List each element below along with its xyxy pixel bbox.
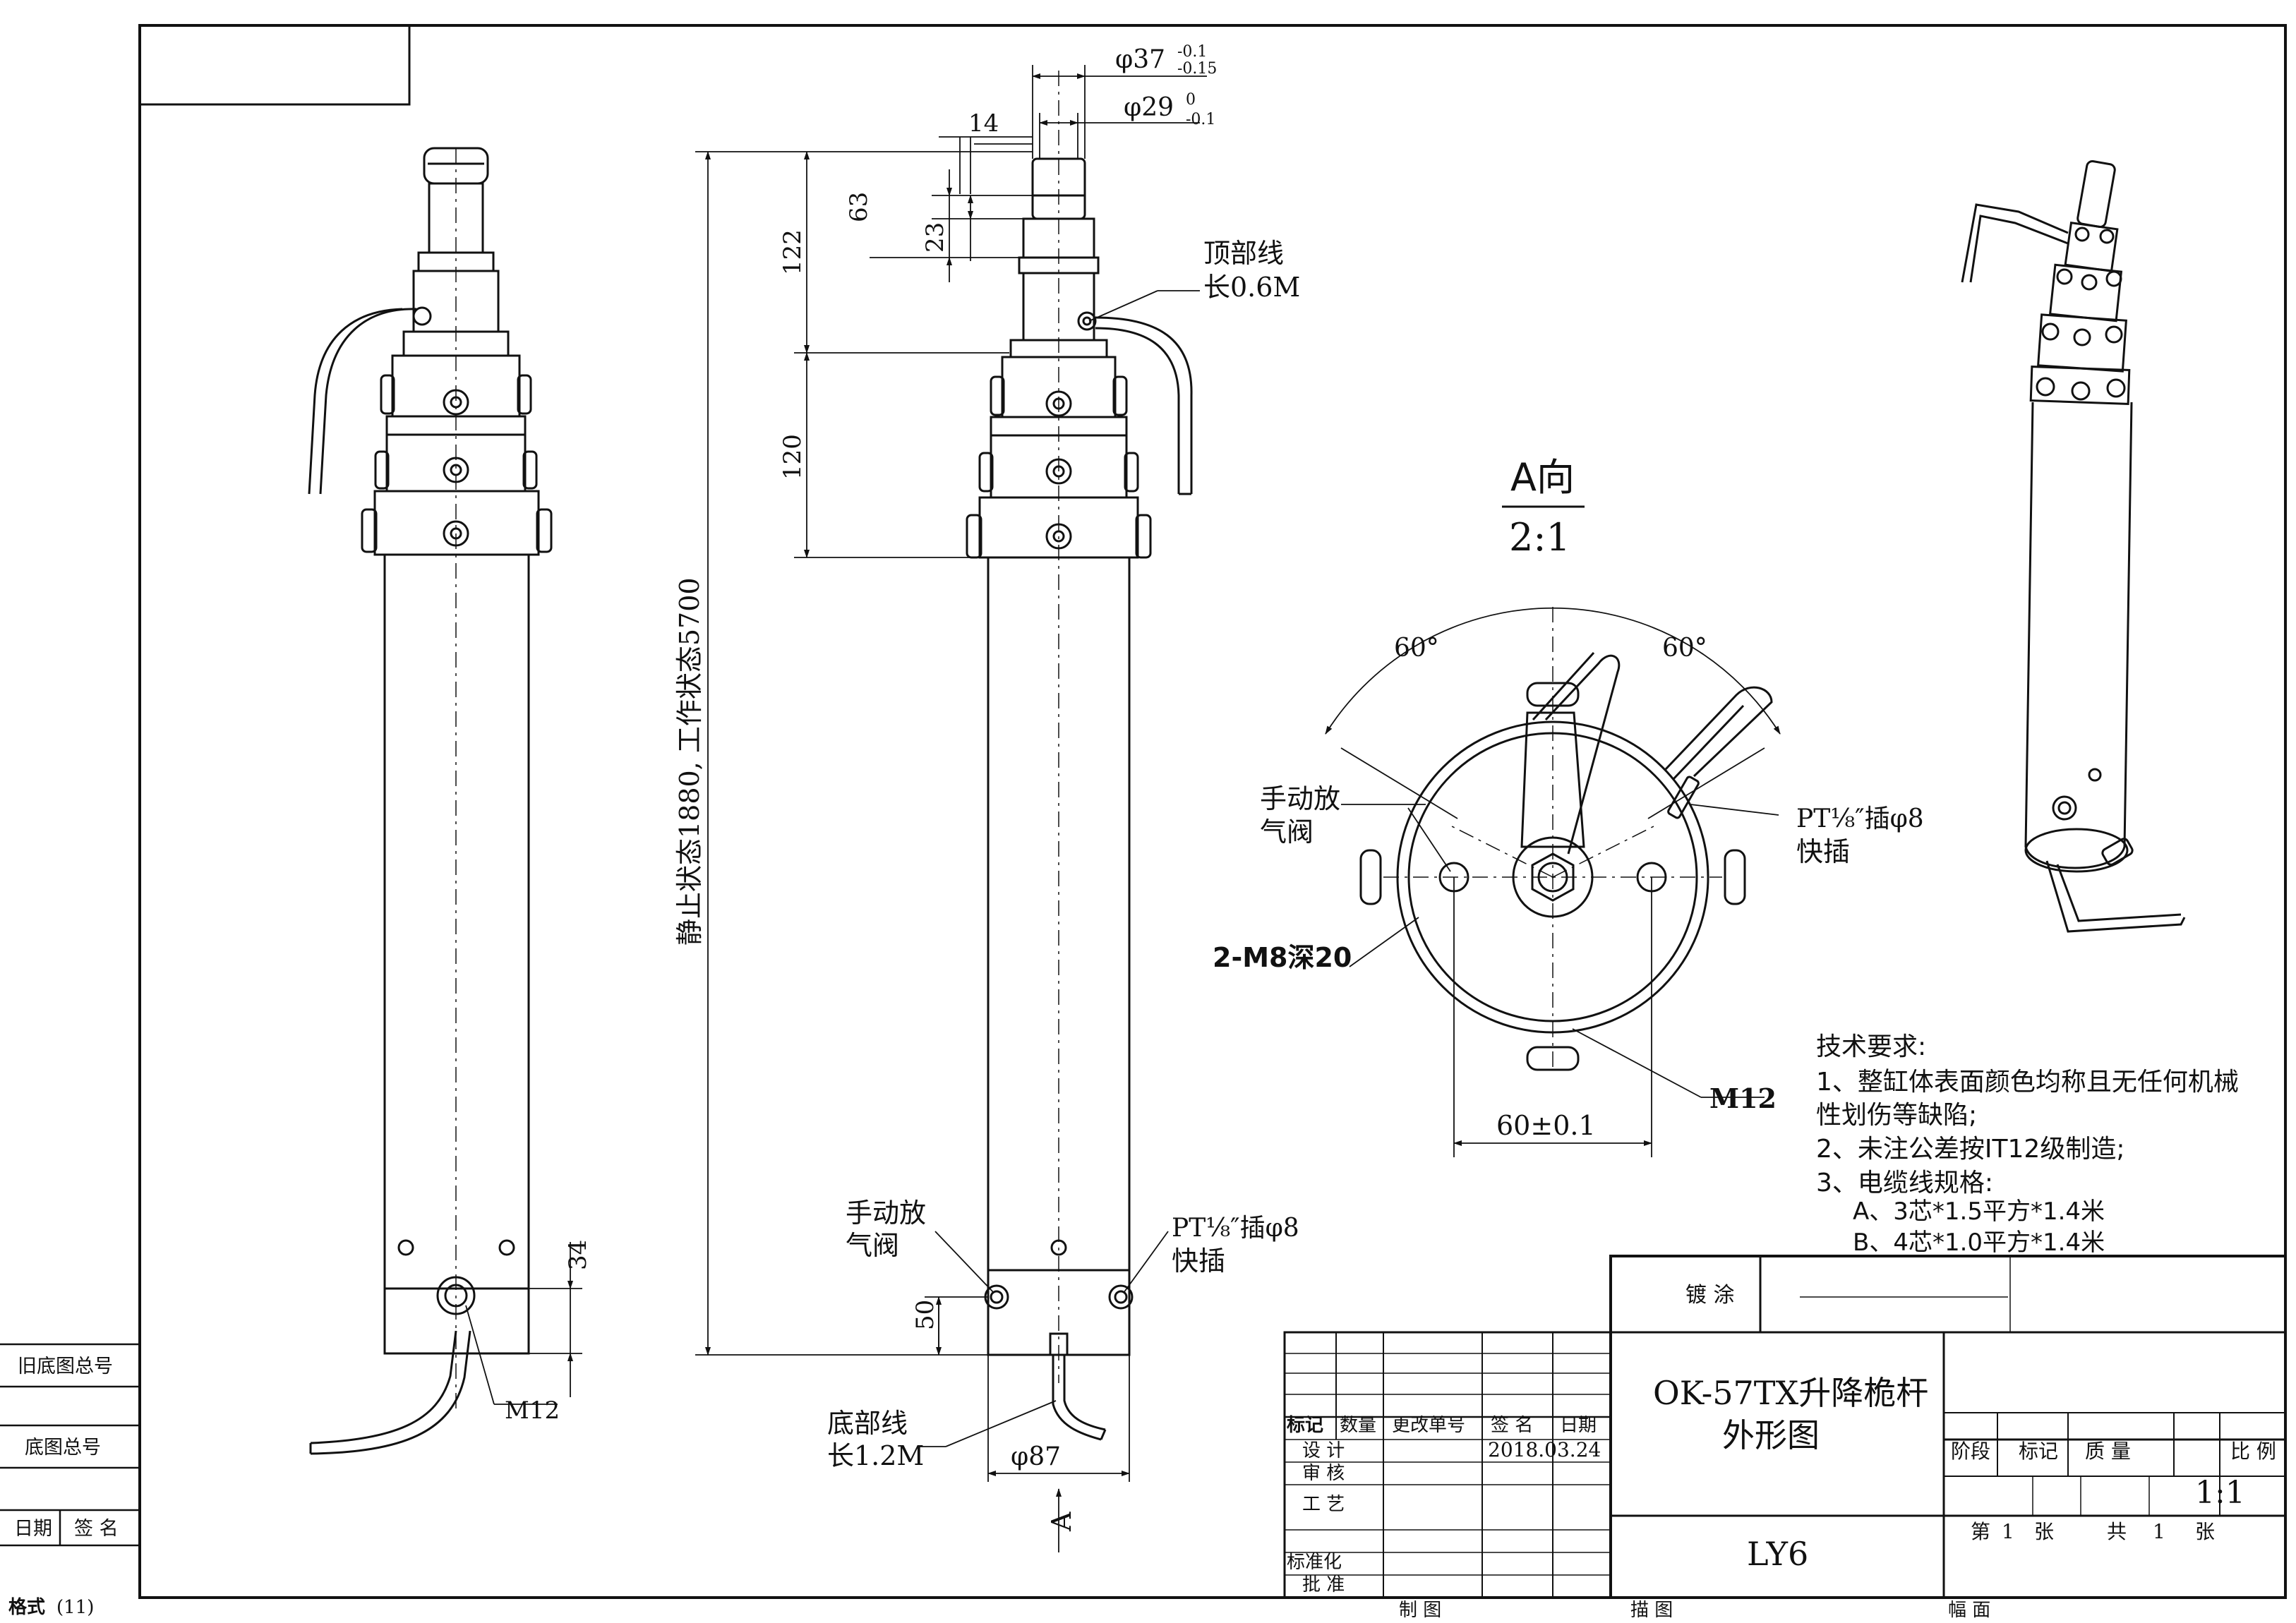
- view-a-title: A向: [1510, 455, 1575, 500]
- view-a-scale: 2:1: [1509, 515, 1570, 560]
- row-review: 审 核: [1302, 1463, 1345, 1484]
- sheet-no-value: 1: [2002, 1520, 2014, 1543]
- isometric-view: [1961, 159, 2186, 933]
- side-date-label: 日期: [14, 1518, 52, 1540]
- ratio-value: 1:1: [2195, 1475, 2245, 1511]
- drawing-name-line1: OK-57TX升降桅杆: [1653, 1374, 1928, 1412]
- view-a-valve-label-1: 手动放: [1260, 783, 1340, 814]
- angle-left: 60°: [1394, 634, 1439, 663]
- dim-50: 50: [911, 1300, 939, 1330]
- dim-122: 122: [779, 229, 807, 275]
- row-approve: 批 准: [1302, 1574, 1345, 1595]
- plating-label: 镀 涂: [1685, 1283, 1735, 1308]
- dim-phi37-tol-upper: -0.1: [1177, 43, 1207, 61]
- tech-req-item3b: B、4芯*1.0平方*1.4米: [1853, 1229, 2105, 1257]
- tech-req-title: 技术要求:: [1816, 1032, 1926, 1061]
- view-a-drawing: [1325, 607, 1781, 1157]
- view-a-pt-label-2: 快插: [1796, 836, 1850, 867]
- view-a-m12-label: M12: [1709, 1082, 1777, 1114]
- old-base-no-label: 旧底图总号: [18, 1356, 113, 1377]
- size-label: 幅 面: [1948, 1600, 1990, 1621]
- dim-phi29-tol-upper: 0: [1186, 91, 1196, 109]
- sheet-unit: 张: [2034, 1520, 2054, 1543]
- drawing-name-line2: 外形图: [1722, 1416, 1820, 1454]
- tech-req-item1-line2: 性划伤等缺陷;: [1816, 1101, 1977, 1130]
- col-date: 日期: [1560, 1415, 1597, 1436]
- tech-req-item3: 3、电缆线规格:: [1816, 1169, 1993, 1197]
- dim-m12-left: M12: [505, 1396, 560, 1425]
- dim-phi29: φ29: [1124, 93, 1174, 122]
- dim-60: 60±0.1: [1496, 1110, 1596, 1141]
- m8-holes-label: 2-M8深20: [1213, 942, 1352, 973]
- dim-34: 34: [564, 1240, 592, 1270]
- top-cable-label-1: 顶部线: [1203, 238, 1284, 269]
- weight-label: 质 量: [2085, 1440, 2131, 1463]
- manual-valve-label-2: 气阀: [846, 1230, 899, 1261]
- tech-req-item1-line1: 1、整缸体表面颜色均称且无任何机械: [1816, 1068, 2239, 1097]
- dim-phi29-tol-lower: -0.1: [1186, 111, 1215, 128]
- sheet-no-label: 第: [1971, 1520, 1990, 1543]
- side-sign-label: 签 名: [74, 1518, 119, 1540]
- col-qty: 数量: [1340, 1415, 1376, 1436]
- pt-quick-plug-label-2: 快插: [1172, 1245, 1225, 1277]
- drawn-label: 制 图: [1399, 1600, 1441, 1621]
- tech-req-item2: 2、未注公差按IT12级制造;: [1816, 1135, 2124, 1164]
- filing-strip: [0, 1343, 140, 1547]
- ratio-label: 比 例: [2230, 1440, 2276, 1463]
- bottom-cable-label-2: 长1.2M: [827, 1440, 924, 1471]
- bottom-cable-label-1: 底部线: [827, 1408, 908, 1439]
- drawing-frame: [138, 24, 2287, 1599]
- pt-quick-plug-label-1: PT⅛″插φ8: [1172, 1214, 1299, 1243]
- left-view-dims: [465, 1242, 582, 1405]
- format-label: 格式: [8, 1596, 45, 1618]
- middle-front-view: [966, 71, 1193, 1441]
- view-a-valve-label-2: 气阀: [1260, 816, 1314, 847]
- dim-overall-length: 静止状态1880, 工作状态5700: [674, 577, 705, 946]
- top-cable-label-2: 长0.6M: [1203, 272, 1300, 303]
- dim-63: 63: [845, 192, 873, 222]
- drawing-code: LY6: [1747, 1535, 1808, 1573]
- sheet-total-label: 共: [2107, 1520, 2127, 1543]
- dim-23: 23: [921, 222, 949, 253]
- view-a-pt-label-1: PT⅛″插φ8: [1796, 804, 1924, 833]
- sheet-unit-2: 张: [2195, 1520, 2215, 1543]
- col-change: 更改单号: [1392, 1415, 1465, 1436]
- dim-phi37-tol-lower: -0.15: [1177, 60, 1217, 78]
- dim-phi87: φ87: [1011, 1442, 1061, 1471]
- col-sign: 签 名: [1491, 1415, 1533, 1436]
- row-design: 设 计: [1302, 1440, 1345, 1461]
- angle-right: 60°: [1662, 634, 1707, 663]
- tech-req-item3a: A、3芯*1.5平方*1.4米: [1853, 1197, 2105, 1226]
- row-standardization: 标准化: [1287, 1552, 1342, 1573]
- middle-view-dims: [695, 65, 1207, 1552]
- design-date: 2018.03.24: [1488, 1438, 1601, 1461]
- view-a-arrow-label: A: [1046, 1512, 1077, 1532]
- stage-label: 阶段: [1951, 1440, 1990, 1463]
- dim-14: 14: [968, 109, 999, 138]
- row-process: 工 艺: [1302, 1494, 1345, 1515]
- col-mark: 标记: [1287, 1415, 1323, 1436]
- dim-120: 120: [779, 434, 807, 480]
- manual-valve-label-1: 手动放: [846, 1197, 926, 1229]
- left-front-view: [308, 147, 553, 1455]
- traced-label: 描 图: [1630, 1600, 1673, 1621]
- dim-phi37: φ37: [1115, 45, 1165, 74]
- title-block-grid: [1283, 1255, 2287, 1599]
- sheet-total-value: 1: [2153, 1520, 2165, 1543]
- format-value: (11): [56, 1597, 94, 1618]
- mark-label: 标记: [2019, 1440, 2058, 1463]
- base-no-label: 底图总号: [25, 1437, 101, 1459]
